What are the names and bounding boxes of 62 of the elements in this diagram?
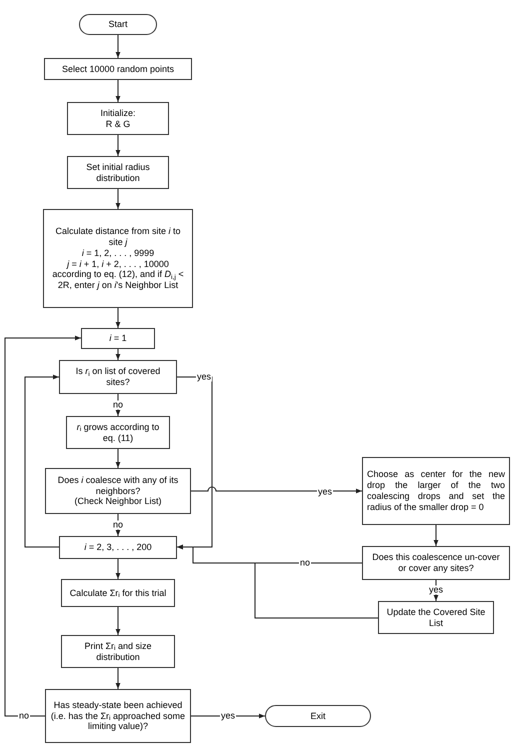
arrow [116,558,120,580]
process-box [44,58,192,80]
node-text: Initialize: [99,108,136,118]
node-text: Has steady-state been achieved (i.e. has the Σr$_{i}$ approached some limiting value)? [50,700,186,732]
process-box [59,536,177,559]
arrow [116,308,120,328]
process-box [59,360,177,394]
node-text: Is r$_{i}$ on list of covered sites? [74,366,162,388]
process-box [67,102,169,135]
process-box [61,579,175,607]
node-text: r$_{i}$ grows according to eq. (11) [76,422,160,444]
edge-label: yes [196,372,212,382]
arrow [116,188,120,210]
arrow [116,34,120,58]
process-box [81,328,155,349]
arrow [434,524,438,546]
arrow [190,486,362,494]
process-box [67,156,169,189]
process-box [362,546,510,580]
node-text: Update the Covered Site List [386,606,486,628]
terminal-box [79,14,157,35]
node-text: Select 10000 random points [60,64,176,74]
arrow [24,374,60,548]
process-box [61,635,175,668]
node-text: Does i coalesce with any of its neighbors? [56,474,180,496]
edge-label: no [299,558,311,568]
edge-label: no [112,400,124,410]
node-text: i = 1 [108,333,128,344]
terminal-box [265,705,371,727]
process-box [362,457,510,525]
arrow [116,668,120,690]
arrow [116,606,120,636]
arrow [116,348,120,360]
node-text: Choose as center for the new drop the larger of the two coalescing drops and set the radius of the smaller drop = 0 [367,469,505,513]
node-text: i = 1, 2, . . . , 9999 [80,248,156,258]
node-text: Print Σr$_{i}$ and size distribution [83,640,153,662]
arrow [116,80,120,102]
node-text: Calculate Σr$_{i}$ for this trial [68,588,168,598]
process-box [45,468,191,514]
node-text: (Check Neighbor List) [73,496,163,508]
edge-label: no [112,520,124,530]
process-box [378,601,494,634]
arrow [116,448,120,468]
process-box [45,689,191,743]
node-text: Does this coalescence un-cover or cover any sites? [371,552,501,574]
node-text: Exit [309,710,326,722]
arrow [116,134,120,156]
arrow [176,376,212,550]
edge-label: yes [317,488,333,496]
edge-label: yes [428,586,444,594]
process-box [43,209,193,308]
arrow [176,544,378,618]
node-text: R & G [104,118,132,130]
node-text: j = i + 1, i + 2, . . . , 10000 [65,258,170,270]
edge-label: yes [220,712,236,720]
arrow [4,336,82,716]
node-text: Set initial radius distribution [85,162,151,184]
edge-label: no [18,712,30,720]
node-text: i = 2, 3, . . . , 200 [83,542,153,553]
node-text: according to eq. (12), and if D$_{i,j}$ < 2R, enter j on i's Neighbor List [51,269,185,291]
node-text: Start [107,19,128,30]
process-box [66,416,170,449]
